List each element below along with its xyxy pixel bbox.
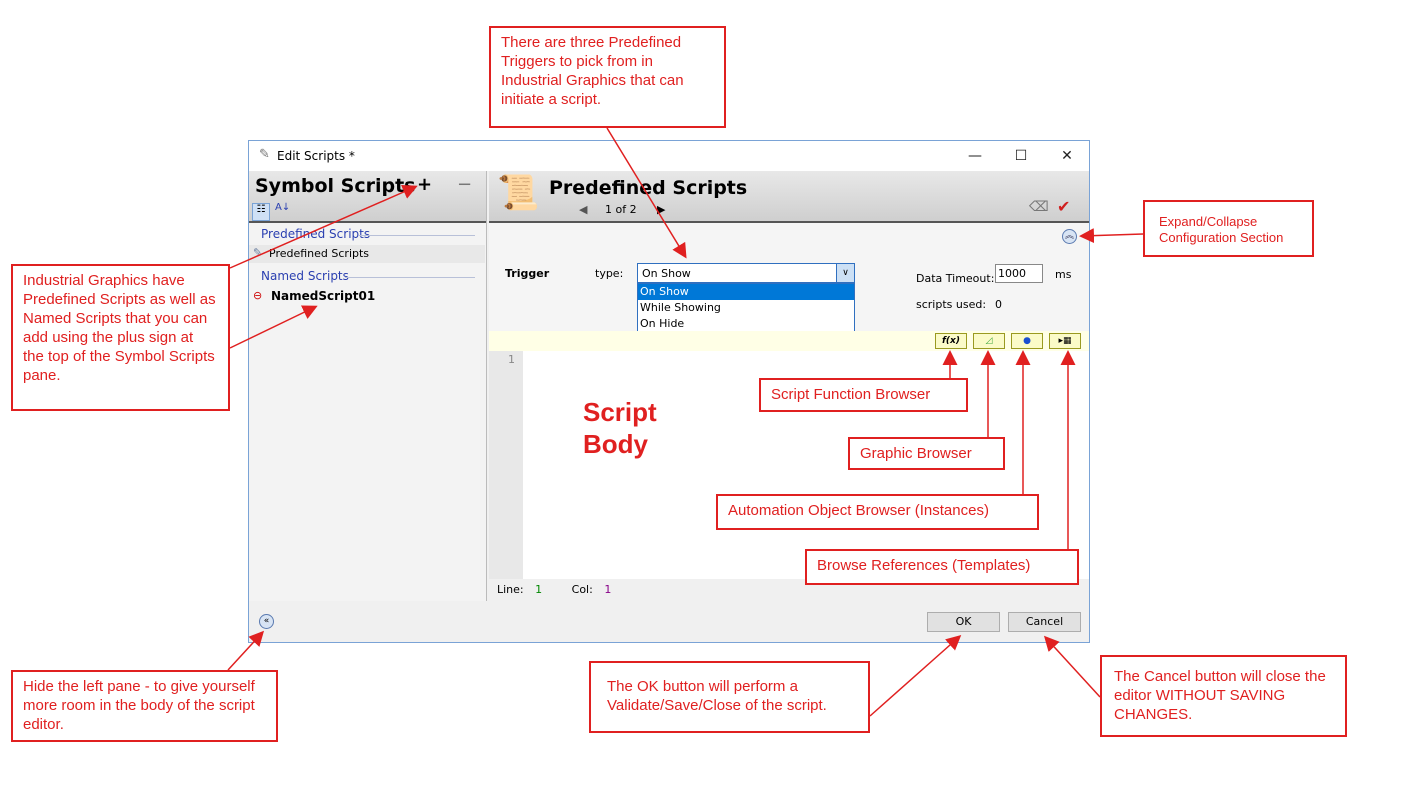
title-bar: ✎ Edit Scripts * — ☐ ✕ — [249, 141, 1089, 171]
left-pane-header: Symbol Scripts + − ☷ A↓ — [249, 171, 486, 223]
line-gutter: 1 — [489, 351, 523, 579]
validate-check-icon[interactable]: ✔ — [1057, 197, 1071, 216]
named-script-icon: ⊖ — [253, 289, 263, 302]
ok-button[interactable]: OK — [927, 612, 1000, 632]
data-timeout-label: Data Timeout: — [916, 272, 995, 285]
pane-title: Symbol Scripts — [255, 175, 416, 197]
type-label: type: — [595, 267, 624, 280]
callout-triggers: There are three Predefined Triggers to p… — [489, 26, 726, 128]
pager-text: 1 of 2 — [605, 203, 637, 216]
dropdown-value: On Show — [642, 267, 691, 280]
trigger-label: Trigger — [505, 267, 550, 280]
categorized-view-icon[interactable]: ☷ — [252, 203, 270, 221]
close-button[interactable]: ✕ — [1061, 148, 1073, 164]
collapse-config-icon[interactable]: ︽ — [1062, 229, 1077, 244]
minimize-button[interactable]: — — [968, 148, 982, 164]
section-named: Named Scripts — [261, 269, 349, 283]
right-pane-header: 📜 Predefined Scripts ◀ 1 of 2 ▶ ⌫ ✔ — [489, 171, 1089, 223]
option-on-show[interactable]: On Show — [638, 284, 854, 300]
trigger-type-dropdown[interactable]: On Show ∨ — [637, 263, 855, 283]
callout-cancel: The Cancel button will close the editor … — [1100, 655, 1347, 737]
script-icon: ✎ — [253, 246, 263, 259]
arrow — [1043, 635, 1101, 698]
callout-ok: The OK button will perform a Validate/Sa… — [589, 661, 870, 733]
callout-hide-pane: Hide the left pane - to give yourself mo… — [11, 670, 278, 742]
option-on-hide[interactable]: On Hide — [640, 317, 685, 330]
cancel-button[interactable]: Cancel — [1008, 612, 1081, 632]
callout-function-browser: Script Function Browser — [759, 378, 968, 412]
line-value: 1 — [535, 583, 543, 596]
callout-browse-references: Browse References (Templates) — [805, 549, 1079, 585]
divider — [345, 277, 475, 278]
previous-icon[interactable]: ◀ — [579, 203, 588, 216]
list-item-predefined-scripts[interactable]: Predefined Scripts — [249, 245, 485, 263]
callout-graphic-browser: Graphic Browser — [848, 437, 1005, 470]
callout-expand: Expand/Collapse Configuration Section — [1143, 200, 1314, 257]
sort-alpha-icon[interactable]: A↓ — [275, 202, 291, 213]
scripts-used-label: scripts used: — [916, 298, 987, 311]
line-label: Line: — [497, 583, 524, 596]
graphic-browser-button[interactable]: ◿ — [973, 333, 1005, 349]
trigger-type-options: On Show While Showing On Hide — [637, 283, 855, 335]
arrow — [1079, 228, 1144, 244]
scroll-icon: ✎ — [259, 147, 270, 162]
automation-object-browser-button[interactable]: ● — [1011, 333, 1043, 349]
arrow — [869, 635, 962, 717]
scripts-used-value: 0 — [995, 298, 1002, 311]
add-script-button[interactable]: + — [417, 174, 433, 195]
symbol-scripts-pane: Symbol Scripts + − ☷ A↓ Predefined Scrip… — [249, 171, 487, 601]
maximize-button[interactable]: ☐ — [1014, 148, 1028, 164]
list-item-namedscript01[interactable]: NamedScript01 — [271, 289, 376, 303]
col-value: 1 — [604, 583, 612, 596]
eraser-icon[interactable]: ⌫ — [1029, 199, 1049, 215]
pane-title: Predefined Scripts — [549, 177, 748, 199]
script-body-label: Script Body — [583, 397, 657, 459]
script-function-browser-button[interactable]: f(x) — [935, 333, 967, 349]
next-icon[interactable]: ▶ — [657, 203, 666, 216]
col-label: Col: — [571, 583, 593, 596]
remove-script-button[interactable]: − — [457, 174, 473, 195]
ms-label: ms — [1055, 268, 1072, 281]
callout-left-pane: Industrial Graphics have Predefined Scri… — [11, 264, 230, 411]
option-while-showing[interactable]: While Showing — [640, 301, 721, 314]
hide-left-pane-icon[interactable]: « — [259, 614, 274, 629]
browse-references-button[interactable]: ▸▦ — [1049, 333, 1081, 349]
callout-automation-browser: Automation Object Browser (Instances) — [716, 494, 1039, 530]
predefined-scripts-icon: 📜 — [497, 173, 540, 213]
data-timeout-input[interactable]: 1000 — [995, 264, 1043, 283]
chevron-down-icon[interactable]: ∨ — [836, 264, 854, 282]
window-title: Edit Scripts * — [277, 149, 355, 163]
section-predefined: Predefined Scripts — [261, 227, 371, 241]
divider — [359, 235, 475, 236]
